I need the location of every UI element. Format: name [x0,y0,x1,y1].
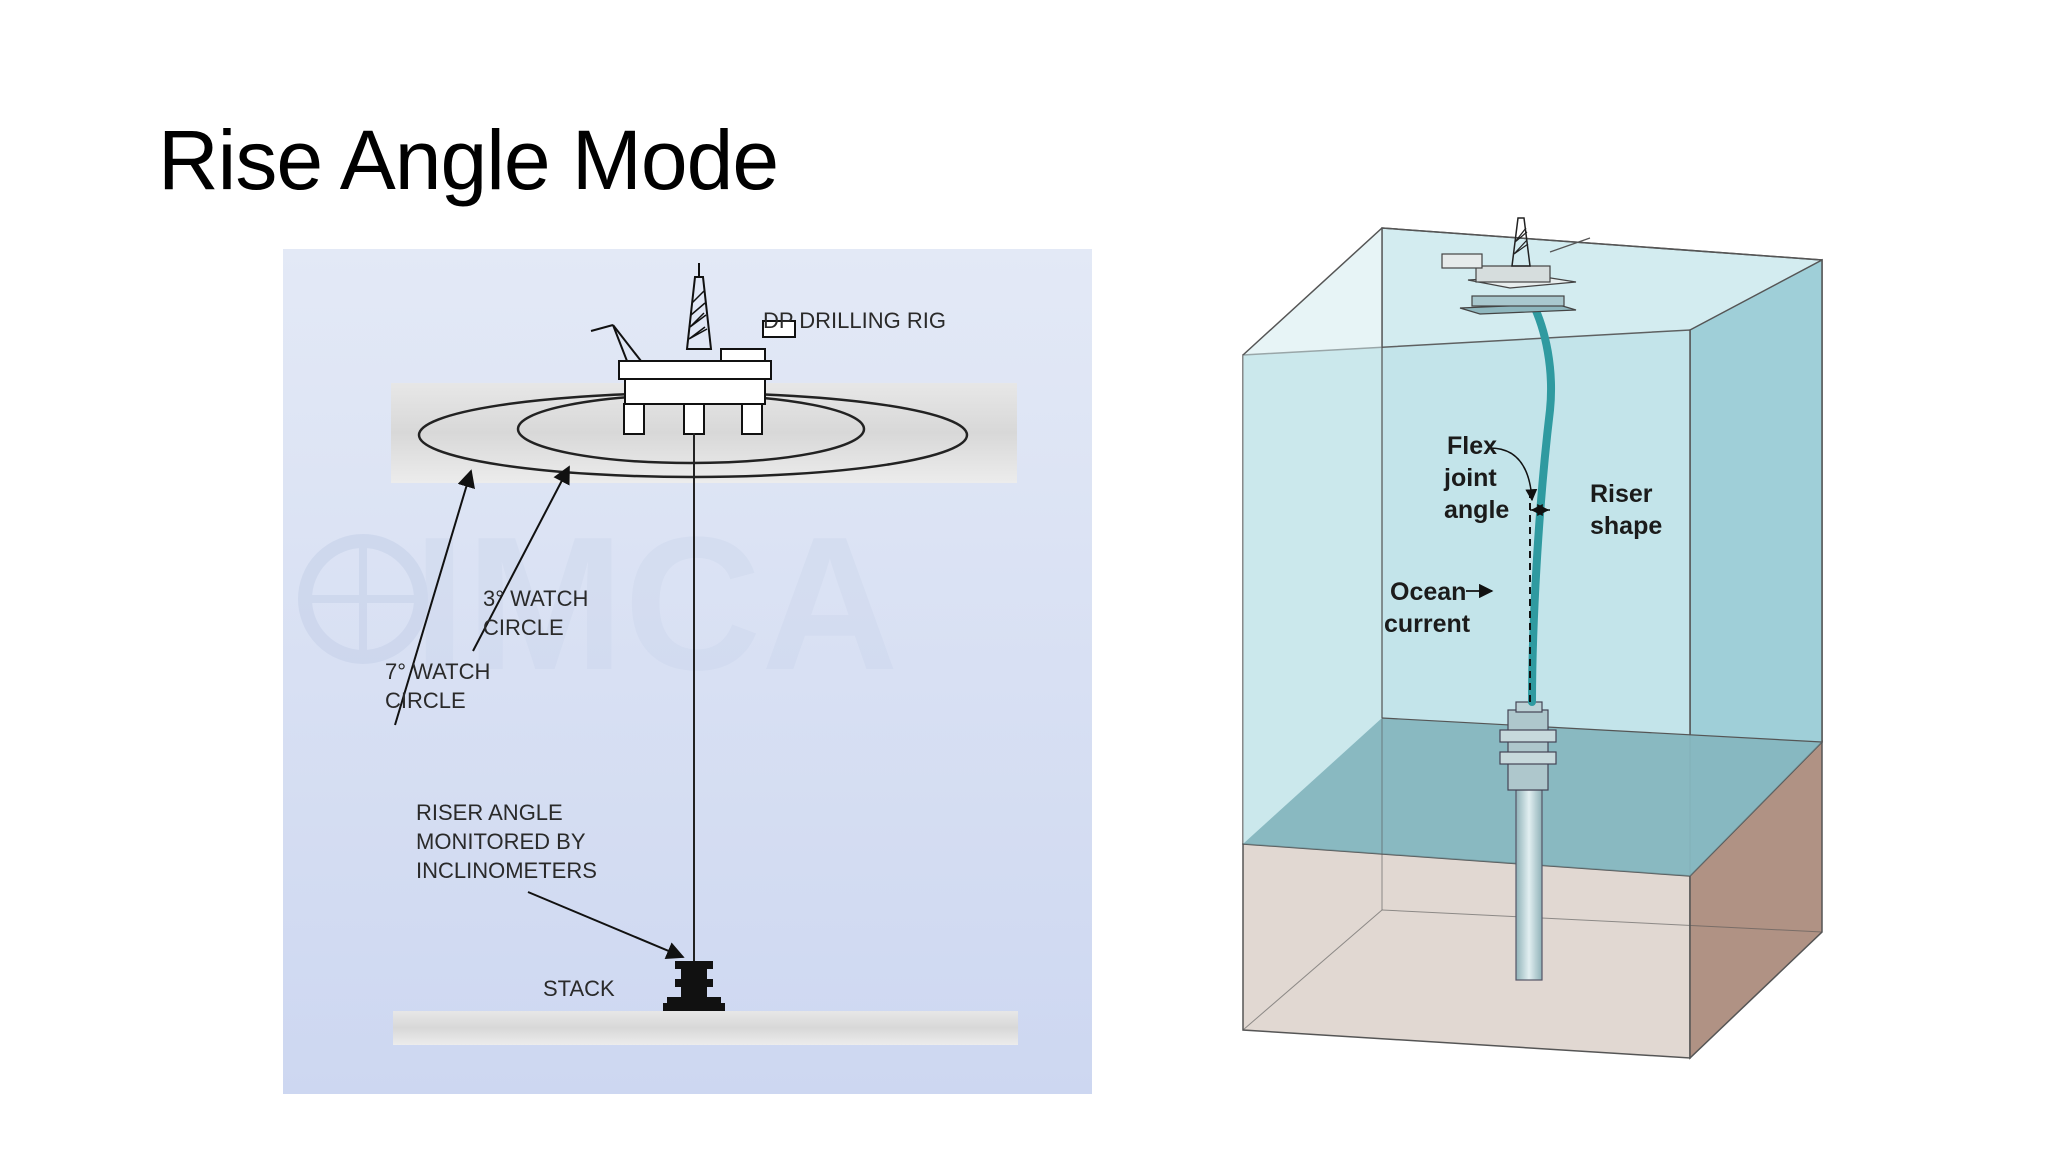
label-7deg-line2: CIRCLE [385,688,466,713]
well-casing [1515,789,1543,981]
label-riser-line3: INCLINOMETERS [416,858,597,883]
label-3deg-line1: 3° WATCH [483,586,588,611]
label-riser-shape-line2: shape [1590,512,1662,540]
label-flex-line2: joint [1443,464,1497,492]
label-7deg-line1: 7° WATCH [385,659,490,684]
riser-shape-3d-diagram: Flex joint angle Riser shape Ocean curre… [1242,217,1823,1060]
label-ocean-line1: Ocean [1390,578,1466,606]
seabed-band [393,1011,1018,1045]
label-3deg-line2: CIRCLE [483,615,564,640]
dp-rig-watch-circle-diagram: IMCA DP DRILLING RIG 3° WATCH CIRCLE [283,249,1092,1094]
bop-stack [663,961,725,1011]
arrow-inclinometer [527,891,685,960]
riser [1528,298,1556,706]
slide-title: Rise Angle Mode [158,113,779,207]
label-riser-line1: RISER ANGLE [416,800,563,825]
floating-rig [1441,217,1591,315]
drilling-rig [590,263,796,435]
imca-watermark: IMCA [298,498,898,710]
seabed-front [1242,843,1691,1059]
label-flex-line1: Flex [1447,432,1497,460]
wellhead [1499,701,1557,791]
label-dp-drilling-rig: DP DRILLING RIG [763,308,946,333]
label-riser-line2: MONITORED BY [416,829,586,854]
arrow-7deg [394,469,475,726]
watermark-text: IMCA [413,498,898,710]
arrow-3deg [472,465,570,652]
water-left-face [1243,228,1382,844]
flex-joint-arrow [1489,447,1538,502]
label-stack: STACK [543,976,615,1001]
label-riser-shape-line1: Riser [1590,480,1653,508]
label-ocean-line2: current [1384,610,1471,638]
label-flex-line3: angle [1444,496,1509,524]
